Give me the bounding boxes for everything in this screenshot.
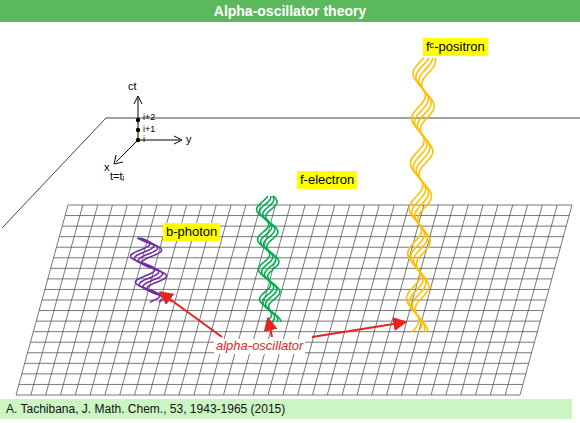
- time-label: t=tᵢ: [110, 170, 124, 183]
- axis-label: ct: [128, 80, 137, 93]
- particle-label: b-photon: [163, 223, 220, 241]
- caption-bar: A. Tachibana, J. Math. Chem., 53, 1943-1…: [0, 399, 572, 419]
- grid-line: [90, 205, 142, 395]
- title-bar: Alpha-oscillator theory: [0, 0, 580, 22]
- axis-label: x: [104, 161, 110, 174]
- grid-line: [431, 205, 483, 395]
- particle-name: f-electron: [300, 172, 354, 188]
- particle-name: fᶜ-positron: [426, 39, 485, 55]
- grid-line: [46, 205, 98, 395]
- grid-line: [446, 205, 498, 395]
- particle-name: b-photon: [166, 224, 217, 240]
- particle-label: fᶜ-positron: [423, 38, 488, 56]
- grid-line: [342, 205, 394, 395]
- grid-line: [60, 205, 112, 395]
- grid-line: [357, 205, 409, 395]
- index-label: i+2: [143, 112, 155, 122]
- index-label: i+1: [143, 124, 155, 134]
- grid-line: [105, 205, 157, 395]
- plane-outline: [2, 118, 580, 228]
- grid-line: [505, 205, 557, 395]
- grid-line: [372, 205, 424, 395]
- grid-line: [476, 205, 528, 395]
- wave-line: [415, 58, 435, 332]
- slide-title: Alpha-oscillator theory: [0, 0, 580, 22]
- grid-line: [268, 205, 320, 395]
- axis-label: y: [186, 133, 192, 146]
- grid-line: [520, 205, 572, 395]
- grid-line: [31, 205, 83, 395]
- grid-line: [238, 205, 290, 395]
- grid-line: [312, 205, 364, 395]
- grid-line: [490, 205, 542, 395]
- grid-line: [461, 205, 513, 395]
- oscillator-bundles: [131, 58, 436, 332]
- grid-line: [298, 205, 350, 395]
- callout-label: alpha-oscillator: [214, 339, 305, 354]
- grid-line: [75, 205, 127, 395]
- wave-line: [138, 238, 171, 302]
- spacetime-grid: [16, 205, 572, 395]
- axes: [114, 96, 182, 164]
- grid-line: [16, 205, 68, 395]
- index-label: i: [143, 134, 145, 144]
- reference-caption: A. Tachibana, J. Math. Chem., 53, 1943-1…: [0, 399, 572, 419]
- wave-line: [260, 196, 275, 322]
- wave-line: [266, 196, 281, 322]
- grid-line: [327, 205, 379, 395]
- grid-line: [283, 205, 335, 395]
- grid-line: [387, 205, 439, 395]
- wave-line: [412, 58, 433, 332]
- pointer-arrows: [160, 292, 406, 337]
- wave-line: [409, 58, 429, 332]
- particle-label: f-electron: [297, 171, 357, 189]
